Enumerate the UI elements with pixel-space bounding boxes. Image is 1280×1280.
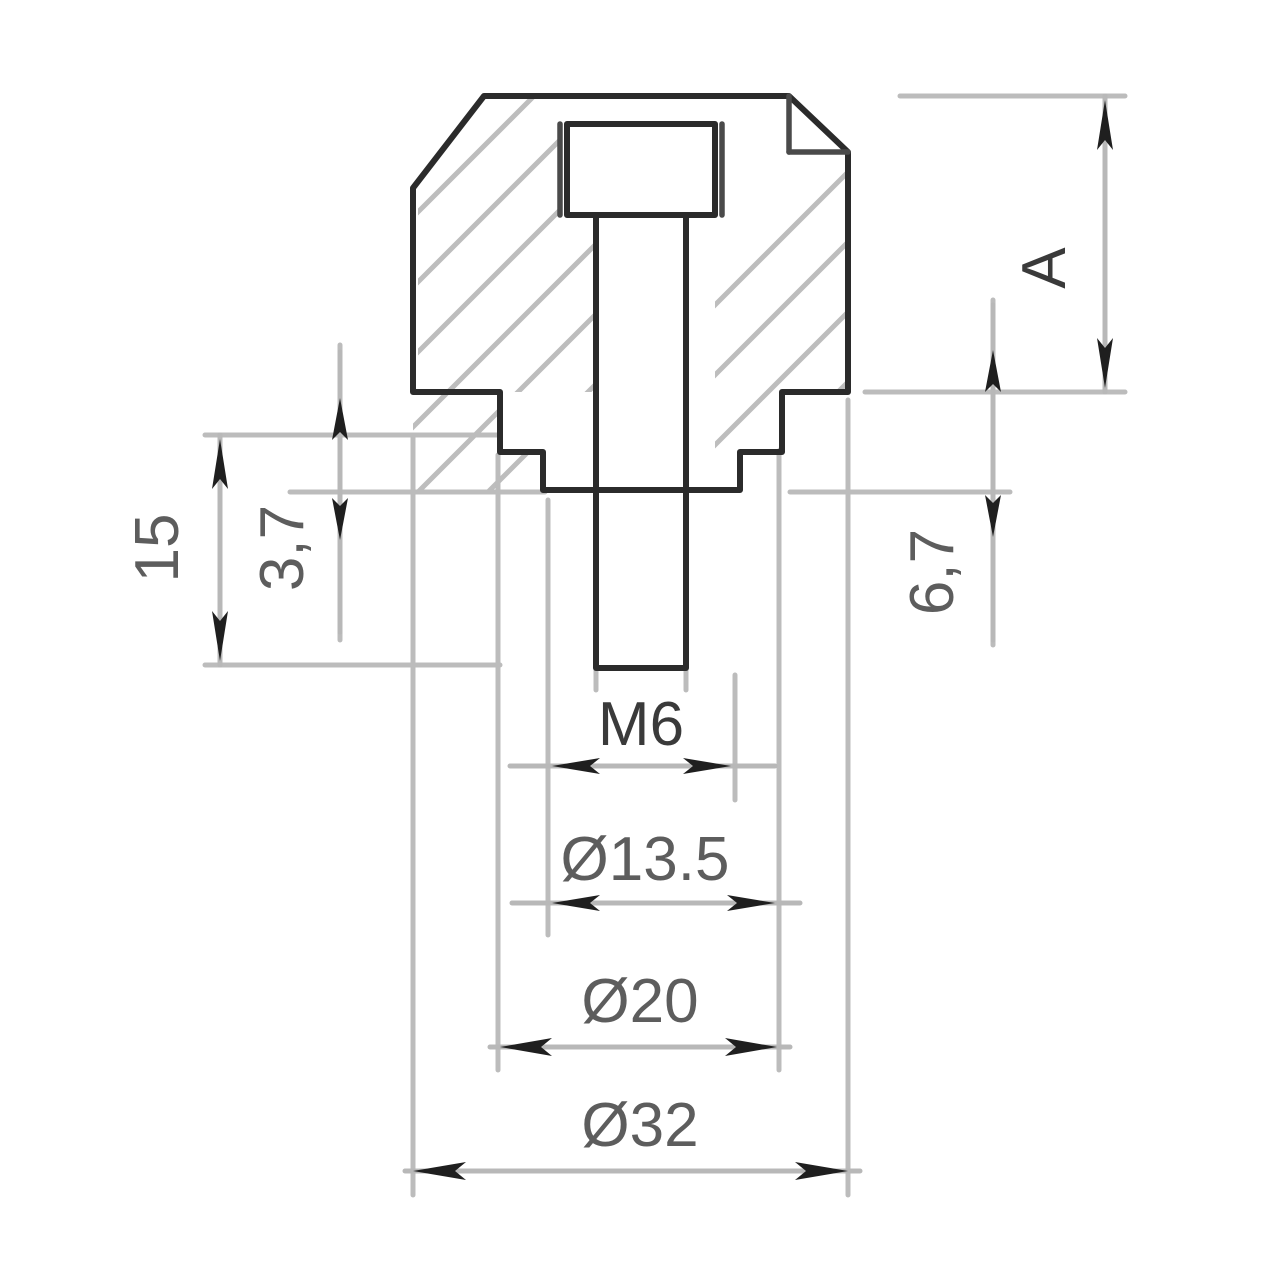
screw-head-outline	[564, 121, 718, 218]
counterbore-walls	[557, 121, 725, 218]
dimension-label-6-7: 6,7	[898, 529, 967, 615]
dimension-boss: Ø20	[487, 967, 793, 1056]
screw-shank-outline	[593, 212, 689, 671]
dimension-label-boss: Ø20	[581, 967, 698, 1036]
dimension-label-A: A	[1010, 247, 1079, 289]
dimension-counterbore: Ø13.5	[509, 825, 803, 911]
dimension-label-counterbore: Ø13.5	[561, 825, 730, 894]
chamfer-lines	[786, 93, 851, 155]
dimension-label-M6: M6	[598, 690, 684, 759]
dimension-label-3-7: 3,7	[248, 505, 317, 591]
dimension-M6: M6	[507, 690, 778, 774]
extension-lines	[202, 93, 1128, 1198]
dimension-3-7: 3,7	[248, 349, 348, 635]
dimension-A: A	[1010, 93, 1113, 395]
dimension-outer: Ø32	[402, 1091, 863, 1180]
dimension-label-15: 15	[123, 514, 192, 583]
dimension-15: 15	[123, 432, 228, 668]
knob-body-outline	[410, 93, 851, 493]
dimension-label-outer: Ø32	[581, 1091, 698, 1160]
dimension-6-7: 6,7	[898, 302, 1001, 643]
section-hatching-right	[715, 96, 848, 490]
